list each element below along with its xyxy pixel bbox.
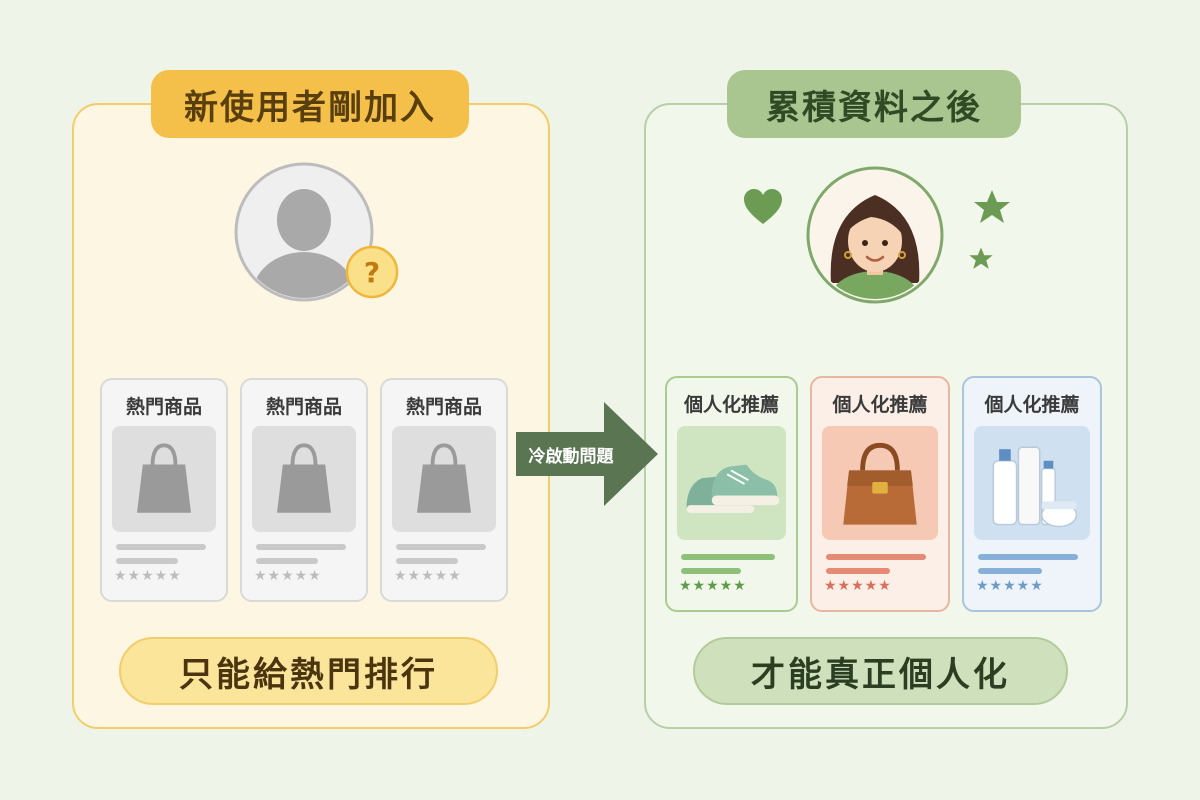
product-image [822,426,938,540]
shopping-bag-icon [137,443,191,513]
star-icon [969,247,993,269]
detail-line [978,568,1042,574]
true-personalization-label: 才能真正個人化 [693,637,1068,705]
detail-line [826,554,926,560]
placeholder-line [396,558,458,564]
detail-line [681,554,775,560]
card-label: 個人化推薦 [683,394,779,416]
sneakers-icon [686,464,780,513]
data-accumulated-title: 累積資料之後 [727,70,1021,138]
svg-text:?: ? [364,256,380,289]
rating-stars: ★★★★★ [679,578,747,594]
handbag-icon [843,442,917,525]
rating-stars: ★★★★★ [824,578,892,594]
new-user-title: 新使用者剛加入 [151,70,469,138]
personalized-card-handbag[interactable]: 個人化推薦 ★★★★★ [810,376,950,612]
card-label: 熱門商品 [125,396,202,418]
rating-stars: ★★★★★ [254,568,322,584]
question-mark-icon: ? [345,245,399,299]
heart-icon [744,189,782,224]
product-image [392,426,496,532]
star-icon [974,190,1010,223]
product-image [677,426,786,540]
shopping-bag-icon [277,443,331,513]
placeholder-line [116,544,206,550]
card-label: 熱門商品 [405,396,482,418]
card-label: 個人化推薦 [832,394,928,416]
rating-stars: ★★★★★ [976,578,1044,594]
card-label: 熱門商品 [265,396,342,418]
card-label: 個人化推薦 [984,394,1080,416]
detail-line [978,554,1078,560]
detail-line [681,568,741,574]
cold-start-label: 冷啟動問題 [528,446,614,467]
placeholder-line [256,558,318,564]
personalized-card-shoes[interactable]: 個人化推薦 ★★★★★ [665,376,798,612]
popular-only-label: 只能給熱門排行 [119,637,498,705]
placeholder-line [256,544,346,550]
popular-item-card[interactable]: 熱門商品 ★★★★★ [380,378,508,602]
cosmetics-icon [992,446,1078,528]
shopping-bag-icon [417,443,471,513]
placeholder-line [116,558,178,564]
cold-start-arrow [516,402,658,506]
popular-item-card[interactable]: 熱門商品 ★★★★★ [100,378,228,602]
popular-item-card[interactable]: 熱門商品 ★★★★★ [240,378,368,602]
rating-stars: ★★★★★ [114,568,182,584]
user-silhouette-icon [234,162,374,302]
product-image [974,426,1090,540]
rating-stars: ★★★★★ [394,568,462,584]
personalized-card-cosmetics[interactable]: 個人化推薦 ★★★★★ [962,376,1102,612]
placeholder-line [396,544,486,550]
product-image [252,426,356,532]
woman-avatar-icon [806,166,944,304]
product-image [112,426,216,532]
detail-line [826,568,890,574]
